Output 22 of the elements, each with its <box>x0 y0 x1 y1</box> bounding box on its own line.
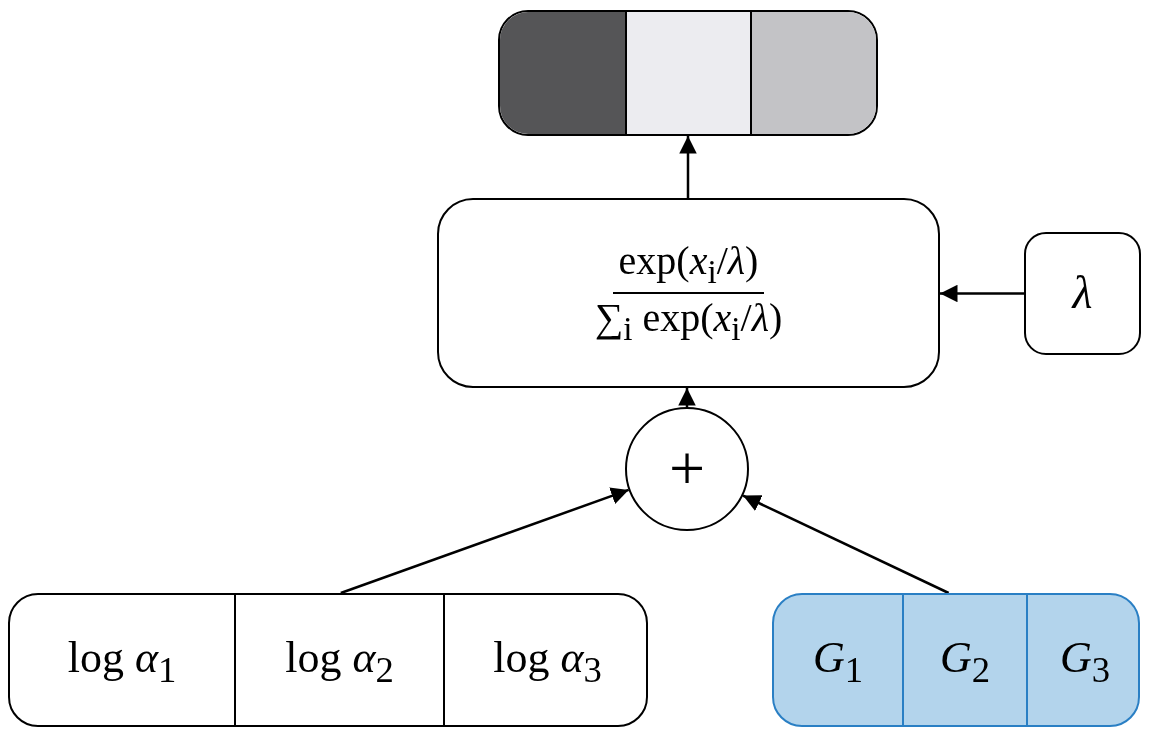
formula-numerator: exp(x$_{i}$/λ) <box>612 236 765 294</box>
arrow <box>340 487 630 595</box>
vector-cell: log α$_{2}$ <box>234 595 443 725</box>
vector-cell: log α$_{3}$ <box>443 595 646 725</box>
vector-cell: G$_{1}$ <box>774 595 902 725</box>
arrow <box>940 284 1024 303</box>
input-vector-box <box>772 593 1140 727</box>
arrow <box>742 494 950 595</box>
formula-denominator: ∑$_{i}$ exp(x$_{i}$/λ) <box>593 294 784 349</box>
vector-cell: G$_{2}$ <box>902 595 1026 725</box>
arrow <box>679 136 697 198</box>
softmax-box <box>437 198 940 388</box>
plus-circle: + <box>625 407 749 531</box>
color-segment <box>749 12 876 134</box>
parameter-box: λ <box>1024 232 1141 355</box>
arrow <box>678 388 696 407</box>
color-segment <box>500 12 625 134</box>
vector-cell: G$_{3}$ <box>1026 595 1138 725</box>
color-segment <box>624 12 750 134</box>
input-vector-box <box>8 593 648 727</box>
vector-cell: log α$_{1}$ <box>10 595 234 725</box>
output-bar <box>498 10 878 136</box>
